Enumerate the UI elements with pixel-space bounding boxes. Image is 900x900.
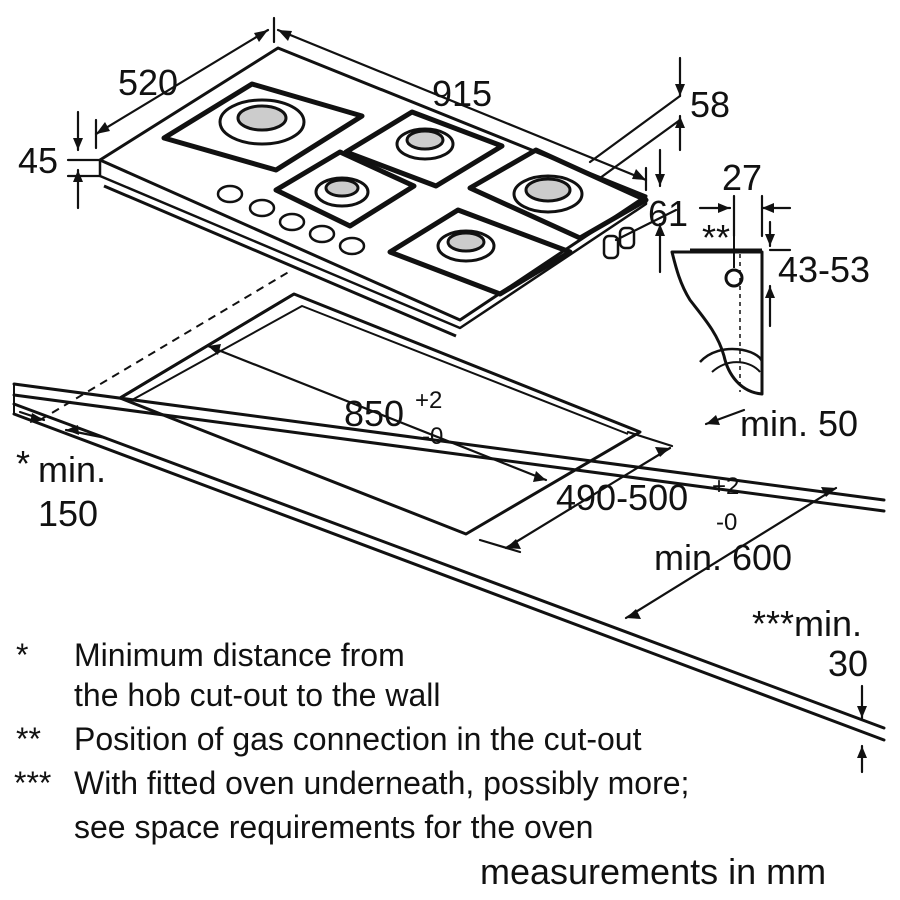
dim-worktop-thickness: 43-53	[778, 249, 870, 290]
svg-text:min.: min.	[38, 449, 106, 490]
dim-wall-distance: * min. 150	[16, 443, 106, 534]
svg-text:490-500: 490-500	[556, 477, 688, 518]
svg-text:150: 150	[38, 493, 98, 534]
dim-connection-marker: **	[702, 217, 730, 258]
dim-hob-depth: 520	[118, 62, 178, 103]
gas-connection-point	[724, 268, 744, 288]
dim-front-distance: min. 50	[740, 403, 858, 444]
dim-cutout-length: 850 +2 -0	[344, 387, 443, 450]
svg-text:*: *	[16, 637, 28, 673]
svg-text:the hob cut-out to the wall: the hob cut-out to the wall	[74, 677, 440, 713]
svg-text:850: 850	[344, 393, 404, 434]
svg-text:Minimum distance from: Minimum distance from	[74, 637, 405, 673]
note-gas-connection: ** Position of gas connection in the cut…	[16, 721, 642, 757]
hob	[98, 46, 649, 338]
note-oven: *** With fitted oven underneath, possibl…	[14, 765, 689, 845]
dimension-arrowheads	[30, 30, 867, 758]
burners	[218, 98, 584, 263]
svg-text:***: ***	[14, 765, 51, 801]
svg-text:+2: +2	[712, 473, 739, 500]
dim-below-top: 58	[690, 84, 730, 125]
svg-text:Position of gas connection in: Position of gas connection in the cut-ou…	[74, 721, 642, 757]
svg-text:see space requirements for the: see space requirements for the oven	[74, 809, 593, 845]
burner-wok	[218, 98, 306, 146]
svg-text:-0: -0	[716, 509, 737, 536]
note-wall-distance: * Minimum distance from the hob cut-out …	[16, 637, 440, 713]
svg-text:-0: -0	[422, 423, 443, 450]
dim-oven-gap: ***min. 30	[752, 603, 868, 684]
svg-text:***min.: ***min.	[752, 603, 862, 644]
cutout	[39, 269, 642, 536]
svg-text:30: 30	[828, 643, 868, 684]
notes: * Minimum distance from the hob cut-out …	[14, 637, 689, 845]
dim-worktop-depth: min. 600	[654, 537, 792, 578]
svg-text:With fitted oven underneath, p: With fitted oven underneath, possibly mo…	[74, 765, 689, 801]
svg-text:*: *	[16, 443, 30, 484]
worktop-section	[670, 236, 764, 396]
svg-text:**: **	[16, 721, 41, 757]
control-knobs	[216, 184, 366, 256]
dim-connection-offset: 27	[722, 157, 762, 198]
dim-hob-width: 915	[432, 73, 492, 114]
svg-text:+2: +2	[415, 387, 442, 414]
units-note: measurements in mm	[480, 851, 826, 892]
dim-cutout-depth: 490-500 +2 -0	[556, 473, 739, 536]
dim-body-height: 61	[648, 193, 688, 234]
pan-supports	[161, 81, 649, 297]
dim-hob-height: 45	[18, 140, 58, 181]
